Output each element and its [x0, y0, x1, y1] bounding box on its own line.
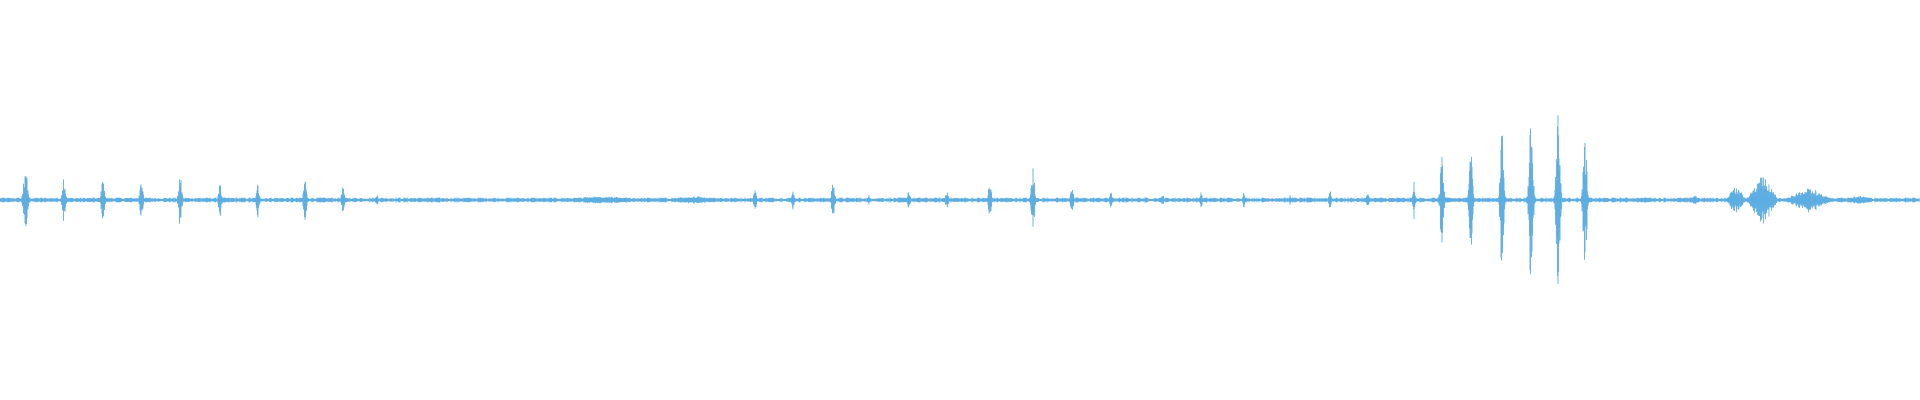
waveform-burst	[1411, 181, 1417, 219]
waveform-burst	[1726, 187, 1745, 213]
waveform-burst	[1069, 190, 1075, 210]
waveform-burst	[1365, 194, 1370, 206]
waveform-burst	[867, 195, 871, 205]
waveform-burst	[1526, 128, 1536, 275]
waveform-burst	[176, 179, 184, 224]
waveform-burst	[1109, 193, 1114, 208]
waveform-burst	[216, 185, 224, 216]
waveform-burst	[790, 191, 796, 210]
waveform-burst	[906, 192, 912, 208]
waveform-burst	[1553, 115, 1564, 284]
waveform-burst	[301, 181, 309, 220]
waveform-burst	[664, 196, 726, 204]
waveform-burst	[137, 184, 145, 216]
waveform-burst	[1497, 135, 1507, 261]
waveform-burst	[1845, 195, 1872, 204]
waveform-burst	[339, 187, 346, 212]
waveform-burst	[829, 184, 837, 214]
waveform-burst	[254, 185, 262, 218]
waveform-burst	[1242, 193, 1246, 208]
waveform-burst	[1288, 195, 1292, 205]
waveform-burst	[558, 196, 643, 204]
waveform-burst	[1786, 188, 1831, 213]
waveform-burst	[1438, 157, 1446, 243]
waveform-burst	[99, 182, 107, 219]
waveform-burst	[944, 192, 950, 208]
waveform-burst	[375, 195, 380, 205]
waveform-burst	[1327, 191, 1333, 208]
waveform-burst	[1198, 192, 1203, 208]
waveform-burst	[1029, 168, 1037, 227]
waveform-burst	[752, 190, 758, 209]
waveform-burst	[60, 179, 68, 221]
waveform-burst	[1580, 142, 1590, 260]
waveform-burst	[1747, 177, 1778, 224]
waveform-samples	[0, 115, 1920, 284]
waveform-burst	[1160, 195, 1165, 205]
waveform-burst	[1691, 195, 1700, 204]
waveform-burst	[1625, 197, 1663, 203]
waveform-burst	[1466, 156, 1475, 245]
waveform-burst	[20, 176, 31, 227]
waveform-burst	[986, 187, 994, 214]
